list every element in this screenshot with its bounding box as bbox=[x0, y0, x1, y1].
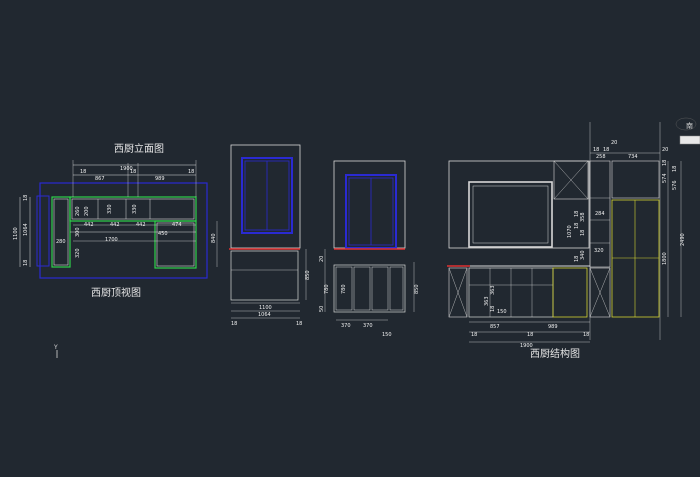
elev1-window bbox=[241, 157, 293, 234]
plan-dim-450: 450 bbox=[158, 231, 168, 237]
elev2-dim-780-b: 780 bbox=[341, 284, 347, 294]
struct-dim-1900: 1900 bbox=[520, 343, 533, 349]
plan-dim-300: 300 bbox=[75, 227, 81, 237]
plan-dim-top-mid: 867 bbox=[95, 176, 105, 182]
plan-view: 18 1900 867 18 989 18 1100 1064 18 18 26… bbox=[13, 160, 218, 279]
struct-dim-r18b: 18 bbox=[672, 166, 678, 172]
struct-dim-c18b: 18 bbox=[574, 223, 580, 229]
elev1-dim-18-right: 18 bbox=[296, 321, 302, 327]
struct-dim-734: 734 bbox=[628, 154, 638, 160]
north-tag-label: 南 bbox=[686, 121, 693, 130]
plan-dim-top-end: 18 bbox=[188, 169, 194, 175]
elev2-dim-850: 850 bbox=[414, 284, 420, 294]
elev2-dim-370b: 370 bbox=[363, 323, 373, 329]
elev2-dim-370a: 370 bbox=[341, 323, 351, 329]
structure-view: 18 18 20 258 734 20 18 574 18 576 2490 1… bbox=[447, 117, 700, 349]
plan-dim-left-18b: 18 bbox=[23, 260, 29, 266]
struct-dim-1070: 1070 bbox=[567, 225, 573, 238]
plan-dim-474: 474 bbox=[172, 222, 182, 228]
elev2-dim-780: 780 bbox=[324, 284, 330, 294]
struct-dim-989: 989 bbox=[548, 324, 558, 330]
plan-dim-320: 320 bbox=[75, 248, 81, 258]
struct-dim-r18: 18 bbox=[662, 160, 668, 166]
struct-dim-b18: 18 bbox=[490, 306, 496, 312]
struct-dim-150: 150 bbox=[497, 309, 507, 315]
plan-dim-left-1100: 1100 bbox=[13, 227, 19, 240]
struct-dim-r574: 574 bbox=[662, 173, 668, 183]
struct-dim-18-top-b: 18 bbox=[603, 147, 609, 153]
plan-dim-left-18a: 18 bbox=[23, 195, 29, 201]
struct-dim-b18c: 18 bbox=[471, 332, 477, 338]
elev2-dim-150: 150 bbox=[382, 332, 392, 338]
struct-dim-b18b: 18 bbox=[527, 332, 533, 338]
struct-dim-r576: 576 bbox=[672, 180, 678, 190]
elev2-dim-20: 20 bbox=[319, 256, 325, 262]
plan-zone-outline bbox=[39, 182, 208, 279]
title-plan: 西厨顶视图 bbox=[91, 286, 141, 299]
plan-top-counter bbox=[69, 196, 197, 222]
plan-dim-1700: 1700 bbox=[105, 237, 118, 243]
struct-dim-c18: 18 bbox=[574, 211, 580, 217]
compass-icon bbox=[675, 117, 697, 131]
title-elevation: 西厨立面图 bbox=[114, 142, 164, 155]
struct-dim-r1800: 1800 bbox=[662, 252, 668, 265]
plan-left-counter bbox=[51, 196, 71, 268]
struct-dim-284: 284 bbox=[595, 211, 605, 217]
plan-dim-left-1064: 1064 bbox=[23, 223, 29, 236]
struct-dim-358: 358 bbox=[580, 212, 586, 222]
struct-dim-340: 340 bbox=[580, 250, 586, 260]
struct-dim-18-top-a: 18 bbox=[593, 147, 599, 153]
struct-dim-857: 857 bbox=[490, 324, 500, 330]
elev1-dim-1064: 1064 bbox=[258, 312, 271, 318]
elev2-window bbox=[345, 174, 397, 249]
plan-dim-top-left: 18 bbox=[80, 169, 86, 175]
plan-dim-top-total: 1900 bbox=[120, 166, 133, 172]
plan-dim-442-1: 442 bbox=[84, 222, 94, 228]
struct-dim-c18c: 18 bbox=[580, 230, 586, 236]
plan-dim-840: 840 bbox=[211, 233, 217, 243]
plan-dim-280: 280 bbox=[56, 239, 66, 245]
ucs-y-label: Y bbox=[53, 344, 58, 351]
title-structure: 西厨结构图 bbox=[530, 347, 580, 360]
plan-dim-shelf-330b: 330 bbox=[132, 204, 138, 214]
struct-dim-20-top-b: 20 bbox=[662, 147, 668, 153]
elev2-dim-50: 50 bbox=[319, 306, 325, 312]
struct-dim-363a: 363 bbox=[484, 296, 490, 306]
plan-right-counter bbox=[154, 220, 197, 269]
struct-dim-363b: 363 bbox=[490, 285, 496, 295]
struct-dim-20-top: 20 bbox=[611, 140, 617, 146]
plan-dim-top-seg: 18 bbox=[130, 169, 136, 175]
elev1-dim-1100: 1100 bbox=[259, 305, 272, 311]
plan-dim-top-right: 989 bbox=[155, 176, 165, 182]
elev1-dim-18-left: 18 bbox=[231, 321, 237, 327]
plan-zone-left bbox=[36, 195, 50, 267]
plan-dim-shelf-200: 200 bbox=[84, 206, 90, 216]
plan-dim-442-3: 442 bbox=[136, 222, 146, 228]
plan-dim-shelf-330a: 330 bbox=[107, 204, 113, 214]
ucs-icon: Y bbox=[53, 344, 58, 358]
struct-dim-320: 320 bbox=[594, 248, 604, 254]
struct-window bbox=[468, 181, 553, 248]
elev1-dim-850: 850 bbox=[305, 270, 311, 280]
plan-dim-442-2: 442 bbox=[110, 222, 120, 228]
elevation-2: 20 780 780 50 370 370 150 850 bbox=[319, 160, 420, 338]
struct-dim-c18d: 18 bbox=[574, 256, 580, 262]
struct-dim-b18d: 18 bbox=[583, 332, 589, 338]
north-tag-box bbox=[679, 135, 700, 145]
struct-dim-258: 258 bbox=[596, 154, 606, 160]
struct-dim-r2490: 2490 bbox=[680, 233, 686, 246]
elevation-1: 1100 1064 18 18 850 bbox=[229, 144, 311, 327]
plan-dim-shelf-260: 260 bbox=[75, 206, 81, 216]
